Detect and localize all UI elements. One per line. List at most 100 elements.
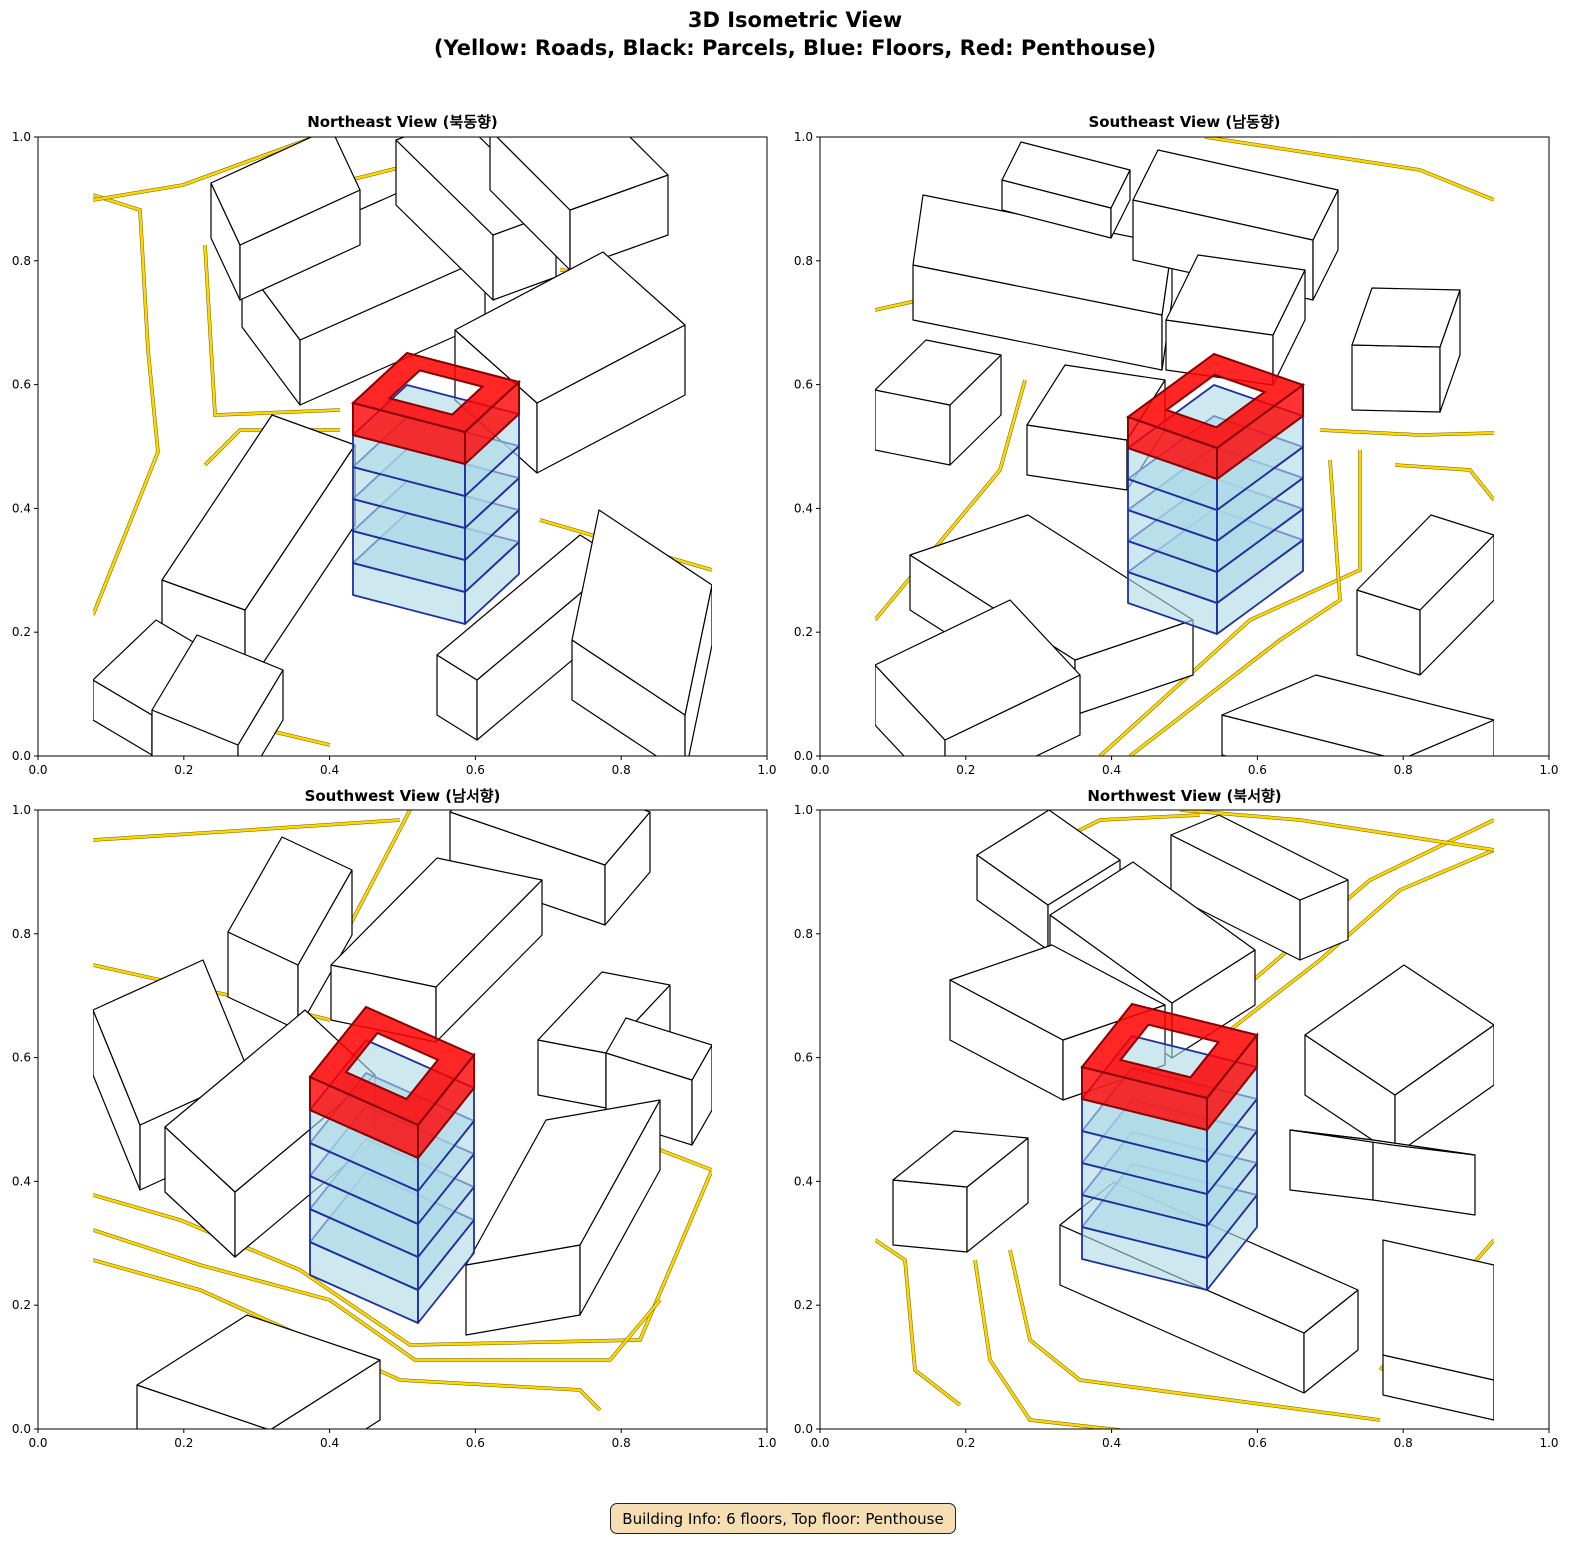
road: [348, 810, 412, 926]
y-tick-label: 0.8: [12, 254, 31, 268]
axes-frame: [819, 136, 1550, 757]
penthouse-top-ring: [308, 1005, 476, 1127]
parcel-building-top-face: [571, 509, 712, 716]
x-tick-label: 0.4: [320, 763, 339, 777]
road: [93, 137, 319, 202]
road: [93, 818, 401, 842]
scene-southeast: [875, 137, 1494, 756]
road: [1129, 459, 1342, 756]
parcel-building-top-face: [210, 137, 361, 246]
x-tick-label: 0.2: [174, 1436, 193, 1450]
y-tick-label: 0.2: [794, 625, 813, 639]
x-tick-label: 0.6: [1248, 1436, 1267, 1450]
parcel-building-top-face: [605, 1017, 712, 1081]
x-tick-label: 0.0: [810, 1436, 829, 1450]
x-tick-label: 1.0: [757, 763, 776, 777]
road-edge: [875, 1238, 962, 1407]
y-tick-label: 0.4: [12, 1174, 31, 1188]
road: [1319, 428, 1494, 437]
road: [203, 244, 341, 417]
y-tick-label: 0.0: [794, 749, 813, 763]
x-tick-label: 0.4: [1102, 763, 1121, 777]
y-tick-label: 0.2: [794, 1298, 813, 1312]
x-tick-label: 0.0: [810, 763, 829, 777]
parcel-building-top-face: [1356, 514, 1494, 611]
figure-title-line2: (Yellow: Roads, Black: Parcels, Blue: Fl…: [433, 36, 1157, 60]
panel-title-northeast: Northeast View (북동향): [307, 113, 498, 131]
axes-frame: [37, 809, 768, 1430]
panel-southwest: 0.00.00.20.20.40.40.60.60.80.81.01.0: [12, 803, 777, 1450]
parcel-building-top-face: [1049, 861, 1256, 1004]
axes-frame: [819, 809, 1550, 1430]
road: [93, 193, 160, 616]
y-tick-label: 0.6: [12, 1051, 31, 1065]
x-tick-label: 0.4: [1102, 1436, 1121, 1450]
scene-northwest: [875, 810, 1494, 1429]
x-tick-label: 0.0: [28, 763, 47, 777]
parcel-building-top-face: [330, 857, 543, 988]
parcel-building-top-face: [1165, 254, 1306, 336]
penthouse-top-ring: [350, 351, 522, 434]
parcel-building-top-face: [949, 944, 1166, 1041]
road: [1229, 848, 1494, 1032]
scene-southwest: [93, 810, 712, 1429]
penthouse: [1125, 352, 1306, 481]
parcel-building-left-face: [1351, 344, 1441, 413]
parcel-building-top-face: [1221, 674, 1494, 756]
parcel-building-top-face: [496, 137, 669, 211]
y-tick-label: 0.4: [12, 501, 31, 515]
penthouse-top-ring: [1125, 352, 1306, 450]
y-tick-label: 0.4: [794, 1174, 813, 1188]
road: [1204, 137, 1494, 202]
road-edge: [93, 193, 160, 616]
y-tick-label: 0.6: [794, 378, 813, 392]
y-tick-label: 1.0: [794, 803, 813, 817]
parcel-building-top-face: [537, 971, 671, 1054]
x-tick-label: 1.0: [757, 1436, 776, 1450]
x-tick-label: 0.2: [174, 763, 193, 777]
penthouse: [308, 1005, 476, 1161]
panel-title-southwest: Southwest View (남서향): [304, 787, 501, 805]
y-tick-label: 0.8: [794, 927, 813, 941]
road: [1394, 463, 1494, 501]
x-tick-label: 0.2: [956, 1436, 975, 1450]
y-tick-label: 0.6: [794, 1051, 813, 1065]
axes-frame: [37, 136, 768, 757]
parcel-building-top-face: [151, 634, 284, 746]
y-tick-label: 0.2: [12, 1298, 31, 1312]
y-tick-label: 0.0: [794, 1422, 813, 1436]
road: [1179, 810, 1494, 852]
x-tick-label: 0.2: [956, 763, 975, 777]
y-tick-label: 0.2: [12, 625, 31, 639]
x-tick-label: 0.8: [612, 1436, 631, 1450]
building-info-box: Building Info: 6 floors, Top floor: Pent…: [610, 1503, 956, 1534]
y-tick-label: 0.0: [12, 749, 31, 763]
penthouse: [1080, 1002, 1259, 1133]
road: [973, 1259, 1121, 1429]
road: [875, 1238, 961, 1407]
road: [1008, 1249, 1381, 1422]
parcel-building-top-face: [449, 810, 651, 866]
panel-northwest: 0.00.00.20.20.40.40.60.60.80.81.01.0: [794, 803, 1559, 1450]
x-tick-label: 0.8: [1394, 1436, 1413, 1450]
parcel-building-left-face: [892, 1179, 968, 1253]
panel-southeast: 0.00.00.20.20.40.40.60.60.80.81.01.0: [794, 130, 1559, 777]
x-tick-label: 0.4: [320, 1436, 339, 1450]
x-tick-label: 0.8: [1394, 763, 1413, 777]
x-tick-label: 0.6: [1248, 763, 1267, 777]
penthouse-top-ring: [1080, 1002, 1259, 1100]
parcel-building-top-face: [1351, 287, 1461, 348]
parcel-building-top-face: [875, 339, 1002, 406]
parcel-building-top-face: [1001, 141, 1131, 209]
x-tick-label: 0.8: [612, 763, 631, 777]
parcel-building-top-face: [1304, 964, 1494, 1096]
scene-northeast: [93, 137, 712, 756]
figure-title-line1: 3D Isometric View: [687, 8, 903, 32]
parcel-building-top-face: [875, 599, 1081, 741]
road: [93, 1228, 661, 1362]
y-tick-label: 1.0: [12, 130, 31, 144]
y-tick-label: 0.6: [12, 378, 31, 392]
y-tick-label: 1.0: [794, 130, 813, 144]
parcel-building-top-face: [1132, 149, 1339, 241]
